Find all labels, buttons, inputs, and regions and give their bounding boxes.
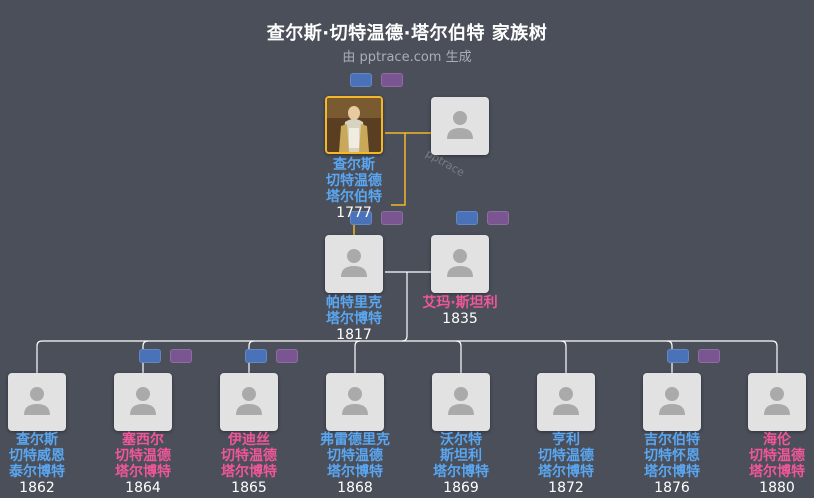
name-line: 伊迪丝: [228, 432, 270, 448]
name-line: 切特温德: [327, 448, 383, 464]
name-line: 塔尔博特: [644, 464, 700, 480]
name-line: 切特怀恩: [644, 448, 700, 464]
gen2-person-label: 帕特里克 塔尔博特 1817: [299, 295, 409, 343]
tag-purple[interactable]: [698, 349, 720, 363]
birth-year: 1862: [19, 480, 55, 496]
name-line: 切特温德: [326, 173, 382, 189]
person-placeholder-icon: [130, 387, 156, 415]
name-line: 艾玛·斯坦利: [422, 295, 498, 311]
child-card[interactable]: [643, 373, 701, 431]
child-connector: [771, 340, 778, 373]
person-placeholder-icon: [342, 387, 368, 415]
name-line: 亨利: [552, 432, 580, 448]
name-line: 弗雷德里克: [320, 432, 390, 448]
tag-blue[interactable]: [667, 349, 689, 363]
child-connector: [455, 340, 462, 373]
gen2-person-card[interactable]: [325, 235, 383, 293]
name-line: 塔尔博特: [115, 464, 171, 480]
root-spouse-card[interactable]: [431, 97, 489, 155]
name-line: 塔尔博特: [221, 464, 277, 480]
name-line: 切特威恩: [9, 448, 65, 464]
page-subtitle: 由 pptrace.com 生成: [342, 50, 472, 65]
birth-year: 1868: [337, 480, 373, 496]
birth-year: 1865: [231, 480, 267, 496]
name-line: 切特温德: [749, 448, 805, 464]
person-placeholder-icon: [24, 387, 50, 415]
name-line: 塔尔博特: [749, 464, 805, 480]
tag-blue[interactable]: [350, 211, 372, 225]
name-line: 帕特里克: [326, 295, 382, 311]
person-placeholder-icon: [447, 111, 473, 139]
child-card[interactable]: [220, 373, 278, 431]
name-line: 泰尔博特: [9, 464, 65, 480]
portrait-image: [327, 98, 381, 152]
birth-year: 1876: [654, 480, 690, 496]
tag-purple[interactable]: [170, 349, 192, 363]
person-placeholder-icon: [236, 387, 262, 415]
tag-purple[interactable]: [487, 211, 509, 225]
name-line: 查尔斯: [333, 157, 375, 173]
tag-purple[interactable]: [381, 73, 403, 87]
child-card[interactable]: [114, 373, 172, 431]
root-person-photo[interactable]: [325, 96, 383, 154]
name-line: 沃尔特: [440, 432, 482, 448]
birth-year: 1817: [336, 327, 372, 343]
birth-year: 1869: [443, 480, 479, 496]
name-line: 切特温德: [221, 448, 277, 464]
birth-year: 1872: [548, 480, 584, 496]
gen2-spouse-label: 艾玛·斯坦利 1835: [405, 295, 515, 327]
name-line: 塔尔博特: [538, 464, 594, 480]
name-line: 塔尔博特: [326, 311, 382, 327]
person-placeholder-icon: [553, 387, 579, 415]
birth-year: 1864: [125, 480, 161, 496]
birth-year: 1835: [442, 311, 478, 327]
name-line: 吉尔伯特: [644, 432, 700, 448]
tag-purple[interactable]: [276, 349, 298, 363]
child-card[interactable]: [432, 373, 490, 431]
name-line: 切特温德: [538, 448, 594, 464]
birth-year: 1880: [759, 480, 795, 496]
name-line: 塞西尔: [122, 432, 164, 448]
child-connector: [354, 340, 361, 373]
tag-blue[interactable]: [350, 73, 372, 87]
spouse-line-root: [385, 132, 406, 206]
name-line: 查尔斯: [16, 432, 58, 448]
birth-year: 1777: [336, 205, 372, 221]
child-connector: [36, 340, 43, 373]
name-line: 塔尔博特: [327, 464, 383, 480]
child-card[interactable]: [748, 373, 806, 431]
name-line: 海伦: [763, 432, 791, 448]
root-person-label: 查尔斯 切特温德 塔尔伯特 1777: [299, 157, 409, 221]
child-connector: [560, 340, 567, 373]
name-line: 斯坦利: [440, 448, 482, 464]
gen2-spouse-card[interactable]: [431, 235, 489, 293]
person-placeholder-icon: [447, 249, 473, 277]
tag-blue[interactable]: [139, 349, 161, 363]
person-placeholder-icon: [448, 387, 474, 415]
name-line: 塔尔博特: [433, 464, 489, 480]
tag-purple[interactable]: [381, 211, 403, 225]
person-placeholder-icon: [659, 387, 685, 415]
page-title: 查尔斯·切特温德·塔尔伯特 家族树: [266, 23, 548, 44]
name-line: 切特温德: [115, 448, 171, 464]
name-line: 塔尔伯特: [326, 189, 382, 205]
children-connectors: [36, 340, 778, 373]
child-card[interactable]: [326, 373, 384, 431]
child-card[interactable]: [537, 373, 595, 431]
person-placeholder-icon: [341, 249, 367, 277]
person-placeholder-icon: [764, 387, 790, 415]
child-card[interactable]: [8, 373, 66, 431]
tag-blue[interactable]: [456, 211, 478, 225]
tag-blue[interactable]: [245, 349, 267, 363]
